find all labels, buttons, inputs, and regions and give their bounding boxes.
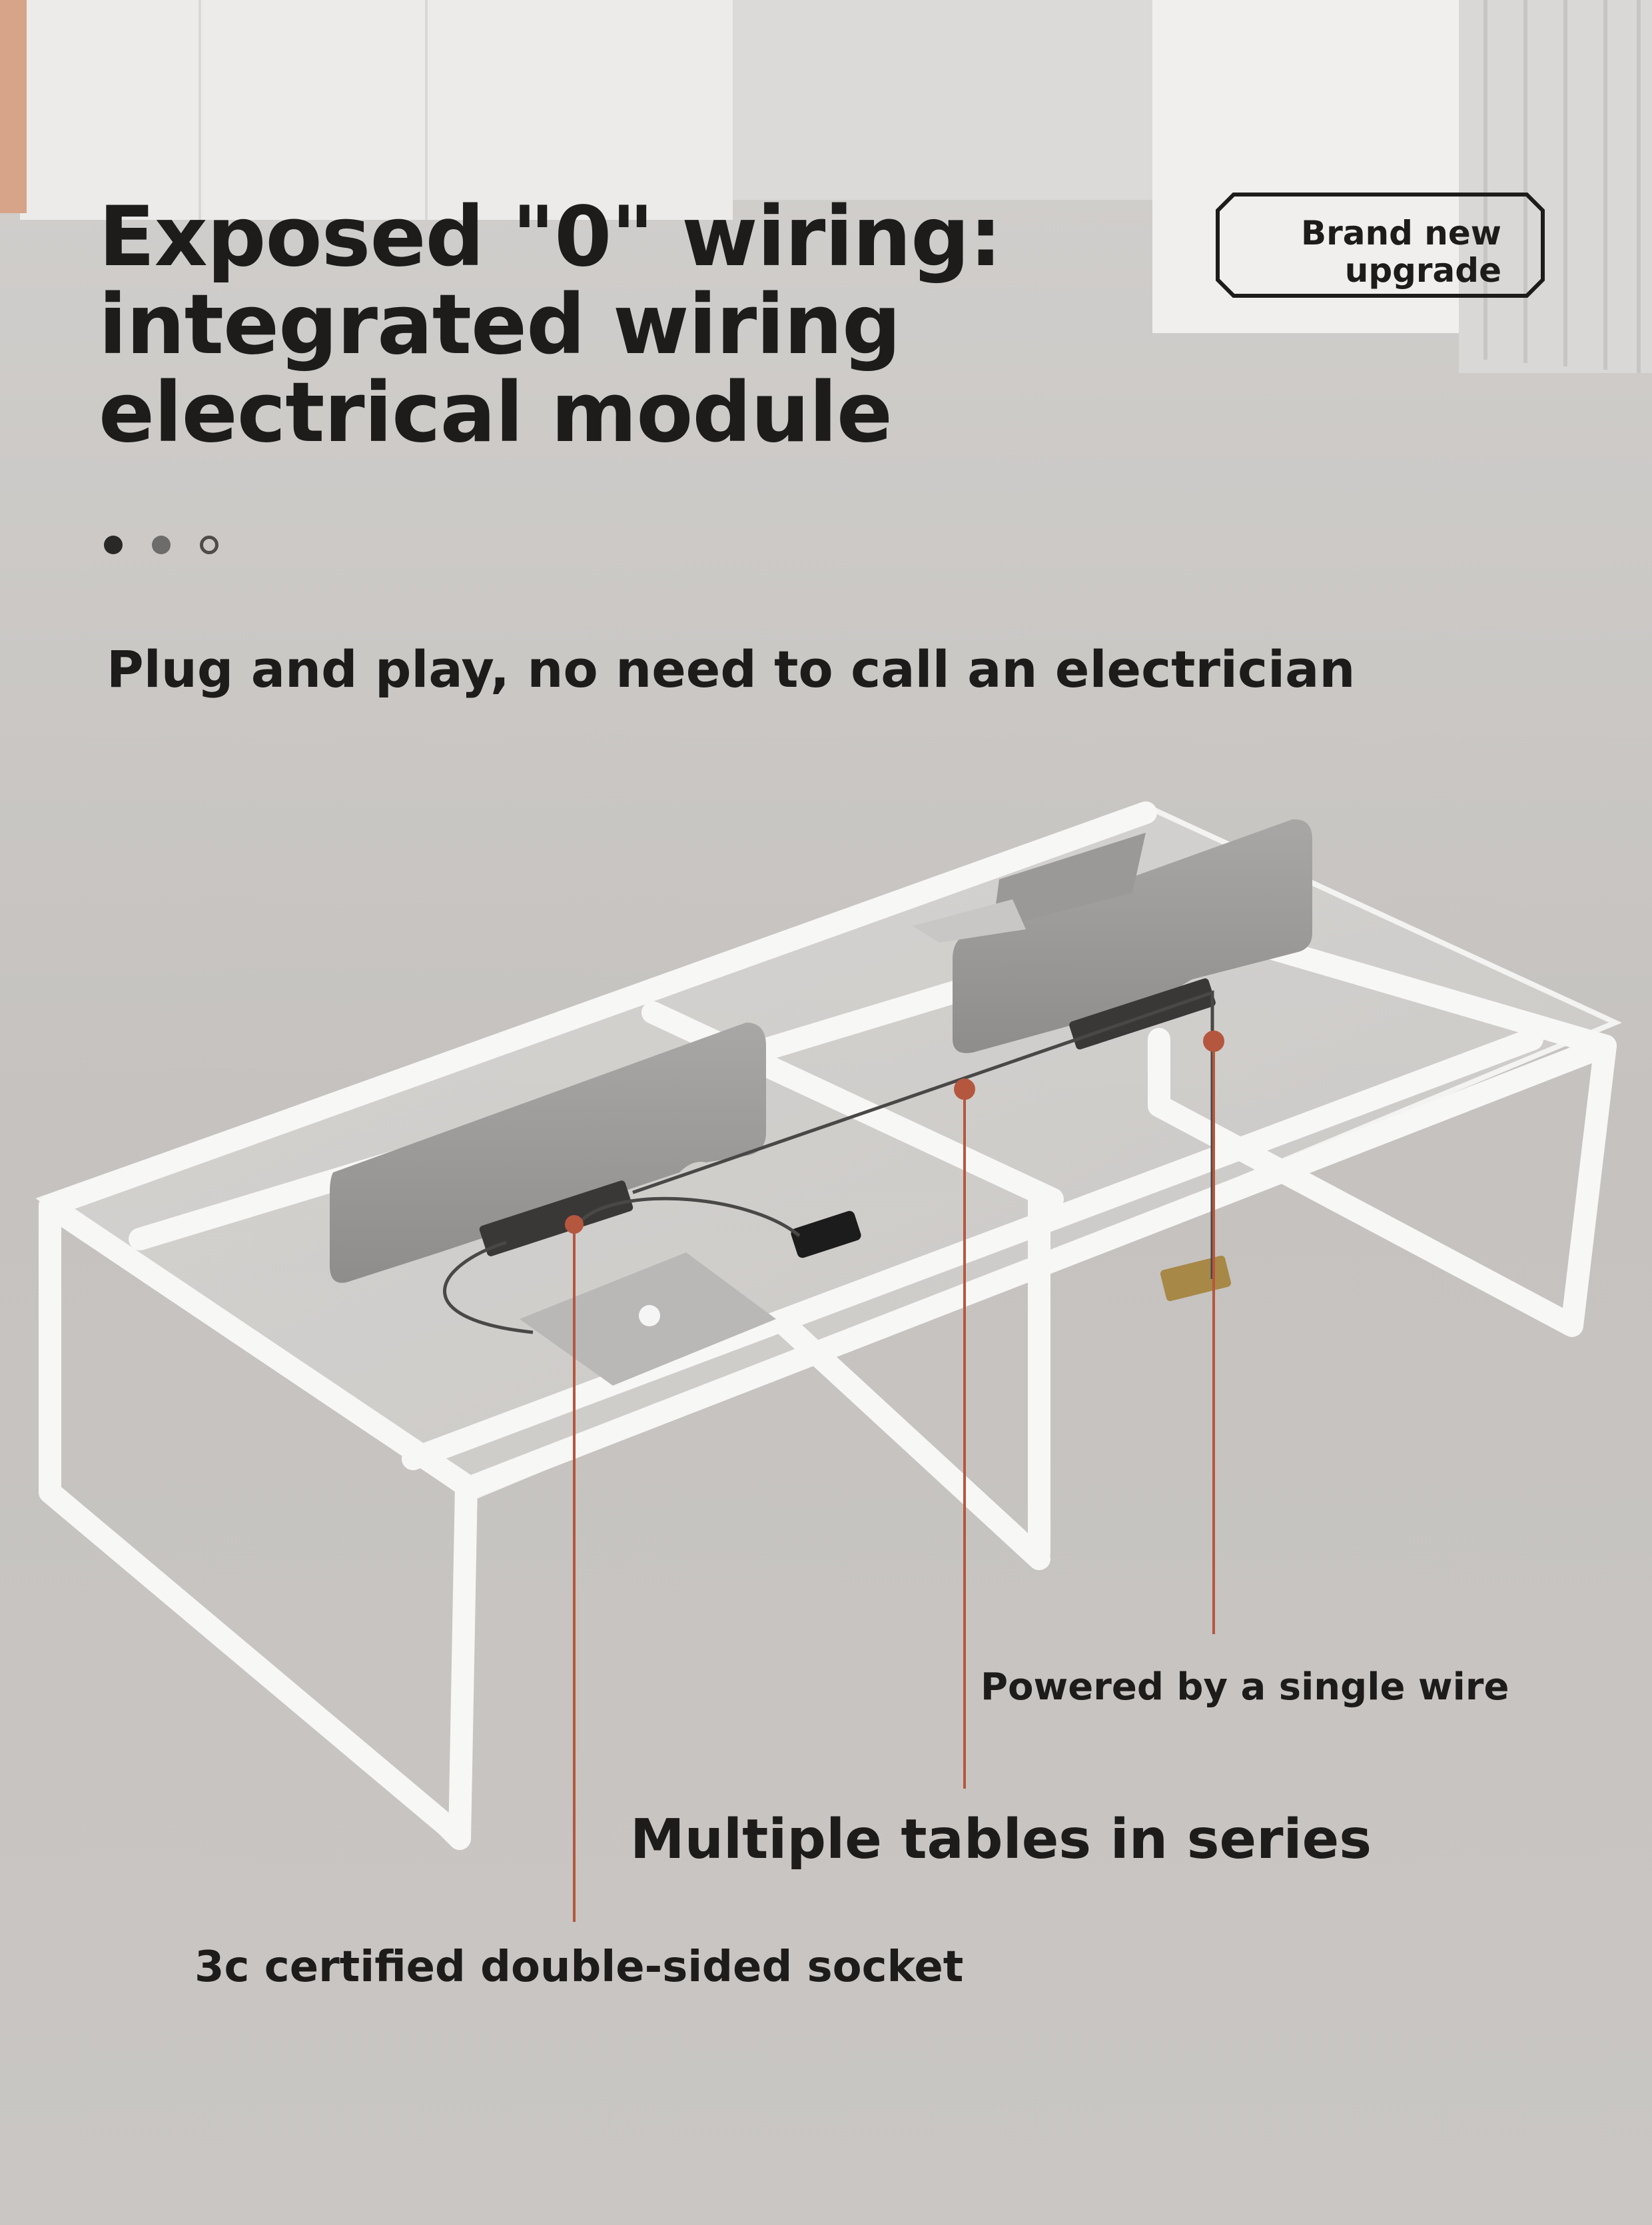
headline-line-3: electrical module: [99, 365, 893, 461]
callout-socket: 3c certified double-sided socket: [195, 1943, 964, 1992]
laptop-back: [993, 833, 1146, 929]
wall-accent: [0, 0, 27, 213]
phone: [791, 1210, 861, 1258]
pagination-dot-3[interactable]: [200, 536, 218, 554]
socket-strip-back: [1069, 978, 1216, 1050]
doorway: [1152, 0, 1472, 333]
upgrade-badge: Brand new upgrade: [1214, 191, 1547, 300]
badge-line-1: Brand new: [1300, 214, 1501, 252]
callout-single-wire: Powered by a single wire: [981, 1665, 1509, 1709]
socket-strip-front: [479, 1180, 633, 1256]
cabinets: [20, 0, 733, 220]
curtain: [1459, 0, 1652, 373]
privacy-panel-back: [953, 819, 1312, 1053]
headline-line-1: Exposed "0" wiring:: [99, 189, 1002, 285]
headline-line-2: integrated wiring: [99, 277, 901, 373]
pagination-dot-2[interactable]: [152, 536, 171, 554]
headline: Exposed "0" wiring: integrated wiring el…: [99, 189, 1002, 461]
badge-label: Brand new upgrade: [1301, 215, 1501, 289]
badge-line-2: upgrade: [1344, 251, 1501, 290]
subheadline: Plug and play, no need to call an electr…: [107, 640, 1356, 699]
pagination-dot-1[interactable]: [104, 536, 123, 554]
badge-outline: [1216, 193, 1545, 298]
callout-tables-series: Multiple tables in series: [630, 1808, 1372, 1871]
privacy-panel-front: [330, 1023, 766, 1283]
